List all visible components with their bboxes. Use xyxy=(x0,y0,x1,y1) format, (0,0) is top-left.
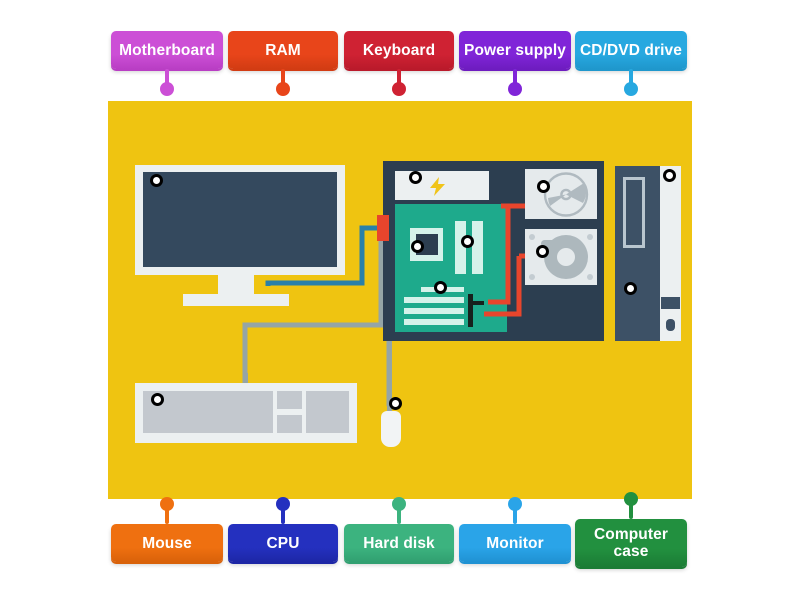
label-chip-motherboard[interactable]: Motherboard xyxy=(111,31,223,69)
mobo-io-header xyxy=(468,294,473,327)
pin-stick xyxy=(281,504,285,524)
pin-ball xyxy=(392,82,406,96)
label-chip-mouse[interactable]: Mouse xyxy=(111,524,223,562)
keyboard-cable-stub xyxy=(242,373,248,389)
monitor-stand-base xyxy=(183,294,289,306)
pin-stick xyxy=(513,504,517,524)
hotspot-motherboard[interactable] xyxy=(434,281,447,294)
pin-stick xyxy=(513,69,517,89)
pin-stick xyxy=(281,69,285,89)
hdd-platter-icon xyxy=(529,234,593,280)
keyboard-key-down xyxy=(277,415,302,433)
label-chip-cd-dvd-drive[interactable]: CD/DVD drive xyxy=(575,31,687,69)
pin-stick xyxy=(629,69,633,89)
keyboard-main-keys xyxy=(143,391,273,433)
labelled-picture xyxy=(108,101,692,499)
pin-motherboard xyxy=(160,69,174,96)
hotspot-mouse[interactable] xyxy=(389,397,402,410)
monitor-stand-neck xyxy=(218,275,254,298)
label-chip-monitor[interactable]: Monitor xyxy=(459,524,571,562)
pin-stick xyxy=(165,69,169,89)
hotspot-monitor[interactable] xyxy=(150,174,163,187)
pin-stick xyxy=(629,499,633,519)
mouse-body xyxy=(381,411,401,447)
pin-ball xyxy=(624,82,638,96)
pin-power-supply xyxy=(508,69,522,96)
pin-ball xyxy=(276,82,290,96)
tower-front-panel-bar xyxy=(661,297,680,309)
hotspot-hard-disk[interactable] xyxy=(536,245,549,258)
internal-cables xyxy=(484,203,528,317)
pin-ram xyxy=(276,69,290,96)
hotspot-case-front[interactable] xyxy=(624,282,637,295)
pin-ball xyxy=(160,82,174,96)
pin-ball xyxy=(276,497,290,511)
hotspot-power-supply[interactable] xyxy=(409,171,422,184)
pin-stick xyxy=(165,504,169,524)
label-chip-computer-case[interactable]: Computer case xyxy=(575,519,687,567)
case-side-port xyxy=(377,215,389,241)
pin-ball xyxy=(392,497,406,511)
tower-power-button xyxy=(666,319,675,331)
mobo-trace-4 xyxy=(404,319,464,325)
pin-ball xyxy=(508,497,522,511)
label-chip-hard-disk[interactable]: Hard disk xyxy=(344,524,454,562)
pin-computer-case xyxy=(624,492,638,519)
mouse-cable-stub xyxy=(386,333,392,411)
ram-stick-1 xyxy=(455,221,466,274)
pin-ball xyxy=(160,497,174,511)
pin-cpu xyxy=(276,497,290,524)
label-chip-keyboard[interactable]: Keyboard xyxy=(344,31,454,69)
label-chip-ram[interactable]: RAM xyxy=(228,31,338,69)
disc-icon xyxy=(543,172,589,217)
pin-stick xyxy=(397,504,401,524)
hotspot-ram[interactable] xyxy=(461,235,474,248)
pin-monitor xyxy=(508,497,522,524)
pin-cd-dvd-drive xyxy=(624,69,638,96)
pin-stick xyxy=(397,69,401,89)
hotspot-cd-dvd-drive[interactable] xyxy=(537,180,550,193)
mobo-trace-3 xyxy=(404,308,464,314)
label-chip-cpu[interactable]: CPU xyxy=(228,524,338,562)
keyboard-key-up xyxy=(277,391,302,409)
pin-hard-disk xyxy=(392,497,406,524)
mobo-io-header-arm xyxy=(468,301,484,305)
power-bolt-icon xyxy=(430,177,445,196)
ram-stick-2 xyxy=(472,221,483,274)
hotspot-cpu[interactable] xyxy=(411,240,424,253)
hotspot-computer-case[interactable] xyxy=(663,169,676,182)
monitor-screen xyxy=(143,172,337,267)
mobo-trace-2 xyxy=(404,297,464,303)
keyboard-numpad xyxy=(306,391,349,433)
label-chip-power-supply[interactable]: Power supply xyxy=(459,31,571,69)
hotspot-keyboard[interactable] xyxy=(151,393,164,406)
tower-side-vent xyxy=(623,177,645,248)
tower-case-front xyxy=(660,166,681,341)
pin-mouse xyxy=(160,497,174,524)
pin-keyboard xyxy=(392,69,406,96)
pin-ball xyxy=(508,82,522,96)
